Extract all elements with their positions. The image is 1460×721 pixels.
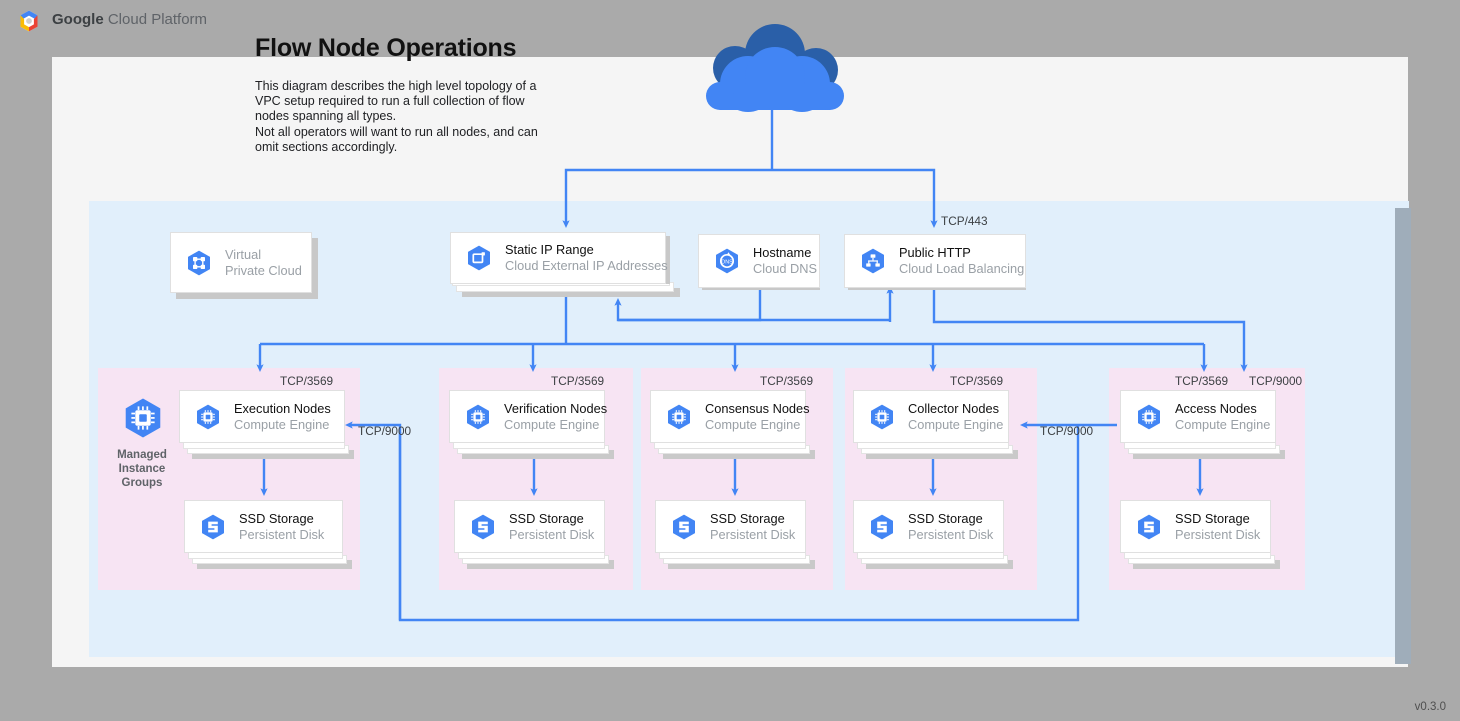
static-ip-stack-shadow-2 — [462, 288, 680, 297]
port-label-consensus-in: TCP/3569 — [760, 374, 814, 388]
node-card-subtitle: Cloud DNS — [753, 261, 818, 276]
port-label-verification-in: TCP/3569 — [551, 374, 605, 388]
node-card-access-nodes[interactable]: Access Nodes Compute Engine — [1120, 390, 1276, 443]
cloud-icon — [680, 22, 870, 112]
persistent-disk-icon — [868, 513, 896, 541]
virtual-private-cloud-icon — [185, 249, 213, 277]
node-card-subtitle: Cloud External IP Addresses — [505, 258, 668, 273]
node-card-subtitle: Compute Engine — [705, 416, 801, 432]
compute-engine-icon — [1135, 403, 1163, 431]
node-card-title: SSD Storage — [908, 510, 983, 526]
node-card-subtitle: Cloud Load Balancing — [899, 261, 1025, 276]
persistent-disk-icon — [469, 513, 497, 541]
node-card-label: Verification Nodes Compute Engine — [504, 401, 607, 433]
svg-text:DNS: DNS — [721, 260, 733, 266]
node-card-consensus-ssd-storage[interactable]: SSD Storage Persistent Disk — [655, 500, 806, 553]
node-card-subtitle: Persistent Disk — [908, 526, 994, 542]
persistent-disk-icon — [670, 513, 698, 541]
compute-engine-icon — [464, 403, 492, 431]
compute-engine-icon — [665, 403, 693, 431]
node-card-title: Collector Nodes — [908, 400, 1000, 416]
node-card-title: Consensus Nodes — [705, 400, 810, 416]
node-card-label: SSD Storage Persistent Disk — [509, 511, 594, 543]
node-card-subtitle: Compute Engine — [908, 416, 1004, 432]
node-card-title: SSD Storage — [710, 510, 785, 526]
node-card-access-ssd-storage[interactable]: SSD Storage Persistent Disk — [1120, 500, 1271, 553]
execution-node-stack-shadow-2 — [192, 450, 354, 459]
version-label: v0.3.0 — [1414, 701, 1446, 713]
node-card-subtitle: Persistent Disk — [710, 526, 796, 542]
node-card-label: Access Nodes Compute Engine — [1175, 401, 1270, 433]
persistent-disk-icon — [199, 513, 227, 541]
node-card-title: Execution Nodes — [234, 400, 331, 416]
node-card-subtitle: Compute Engine — [504, 416, 600, 432]
node-card-title: Public HTTP — [899, 245, 971, 261]
node-card-label: SSD Storage Persistent Disk — [710, 511, 795, 543]
node-card-execution-nodes[interactable]: Execution Nodes Compute Engine — [179, 390, 345, 443]
node-card-execution-ssd-storage[interactable]: SSD Storage Persistent Disk — [184, 500, 343, 553]
compute-engine-icon — [194, 403, 222, 431]
port-label-execution-9000: TCP/9000 — [358, 424, 412, 438]
gcp-topbar: Google Cloud Platform — [0, 0, 1460, 42]
access-storage-stack-shadow-2 — [1133, 560, 1280, 569]
port-label-execution-in: TCP/3569 — [280, 374, 334, 388]
port-label-collector-9000: TCP/9000 — [1040, 424, 1094, 438]
port-label-access-lb: TCP/9000 — [1249, 374, 1303, 388]
access-node-stack-shadow-2 — [1133, 450, 1285, 459]
node-card-label: Static IP Range Cloud External IP Addres… — [505, 242, 668, 274]
node-card-public-http[interactable]: Public HTTP Cloud Load Balancing — [844, 234, 1026, 288]
node-card-label: Hostname Cloud DNS — [753, 245, 817, 277]
node-card-label: Consensus Nodes Compute Engine — [705, 401, 810, 433]
page-title: Flow Node Operations — [255, 34, 517, 62]
node-card-label: SSD Storage Persistent Disk — [239, 511, 324, 543]
node-card-subtitle: Persistent Disk — [1175, 526, 1261, 542]
google-cloud-platform-hexagon-logo-icon — [16, 8, 42, 34]
node-card-title-line2: Private Cloud — [225, 262, 302, 278]
node-card-subtitle: Compute Engine — [1175, 416, 1271, 432]
node-card-title: Access Nodes — [1175, 400, 1257, 416]
gcp-brand-label: Google Cloud Platform — [52, 11, 207, 28]
node-card-subtitle: Compute Engine — [234, 416, 330, 432]
port-label-collector-in: TCP/3569 — [950, 374, 1004, 388]
cloud-load-balancing-icon — [859, 247, 887, 275]
port-label-access-in: TCP/3569 — [1175, 374, 1229, 388]
node-card-label: SSD Storage Persistent Disk — [1175, 511, 1260, 543]
node-card-label: Collector Nodes Compute Engine — [908, 401, 1003, 433]
compute-engine-icon — [868, 403, 896, 431]
cloud-dns-icon: DNS — [713, 247, 741, 275]
node-card-title: SSD Storage — [1175, 510, 1250, 526]
gcp-brand-rest: Cloud Platform — [103, 11, 208, 28]
node-card-verification-ssd-storage[interactable]: SSD Storage Persistent Disk — [454, 500, 605, 553]
node-card-label: Virtual Private Cloud — [225, 247, 302, 279]
node-card-label: Public HTTP Cloud Load Balancing — [899, 245, 1024, 277]
page-description: This diagram describes the high level to… — [255, 79, 538, 154]
node-card-title: Verification Nodes — [504, 400, 608, 416]
managed-instance-groups-label: Managed Instance Groups — [117, 449, 167, 489]
node-card-label: Execution Nodes Compute Engine — [234, 401, 331, 433]
node-card-label: SSD Storage Persistent Disk — [908, 511, 993, 543]
node-card-virtual-private-cloud[interactable]: Virtual Private Cloud — [170, 232, 312, 293]
node-card-collector-ssd-storage[interactable]: SSD Storage Persistent Disk — [853, 500, 1004, 553]
node-card-title: SSD Storage — [509, 510, 584, 526]
cloud-external-ip-addresses-icon — [465, 244, 493, 272]
vpc-panel-shadow — [1395, 208, 1411, 664]
managed-instance-groups-icon — [121, 396, 165, 445]
execution-storage-stack-shadow-2 — [197, 560, 352, 569]
node-card-title: Static IP Range — [505, 242, 594, 258]
node-card-title: Hostname — [753, 245, 812, 261]
node-card-subtitle: Persistent Disk — [509, 526, 595, 542]
node-card-consensus-nodes[interactable]: Consensus Nodes Compute Engine — [650, 390, 810, 443]
node-card-subtitle: Persistent Disk — [239, 526, 325, 542]
node-card-verification-nodes[interactable]: Verification Nodes Compute Engine — [449, 390, 607, 443]
node-card-hostname[interactable]: DNS Hostname Cloud DNS — [698, 234, 820, 288]
node-card-static-ip-range[interactable]: Static IP Range Cloud External IP Addres… — [450, 232, 668, 284]
node-card-collector-nodes[interactable]: Collector Nodes Compute Engine — [853, 390, 1009, 443]
gcp-brand-bold: Google — [52, 11, 104, 28]
node-card-title: Virtual — [225, 246, 262, 262]
port-label-https: TCP/443 — [941, 214, 988, 228]
persistent-disk-icon — [1135, 513, 1163, 541]
node-card-title: SSD Storage — [239, 510, 314, 526]
